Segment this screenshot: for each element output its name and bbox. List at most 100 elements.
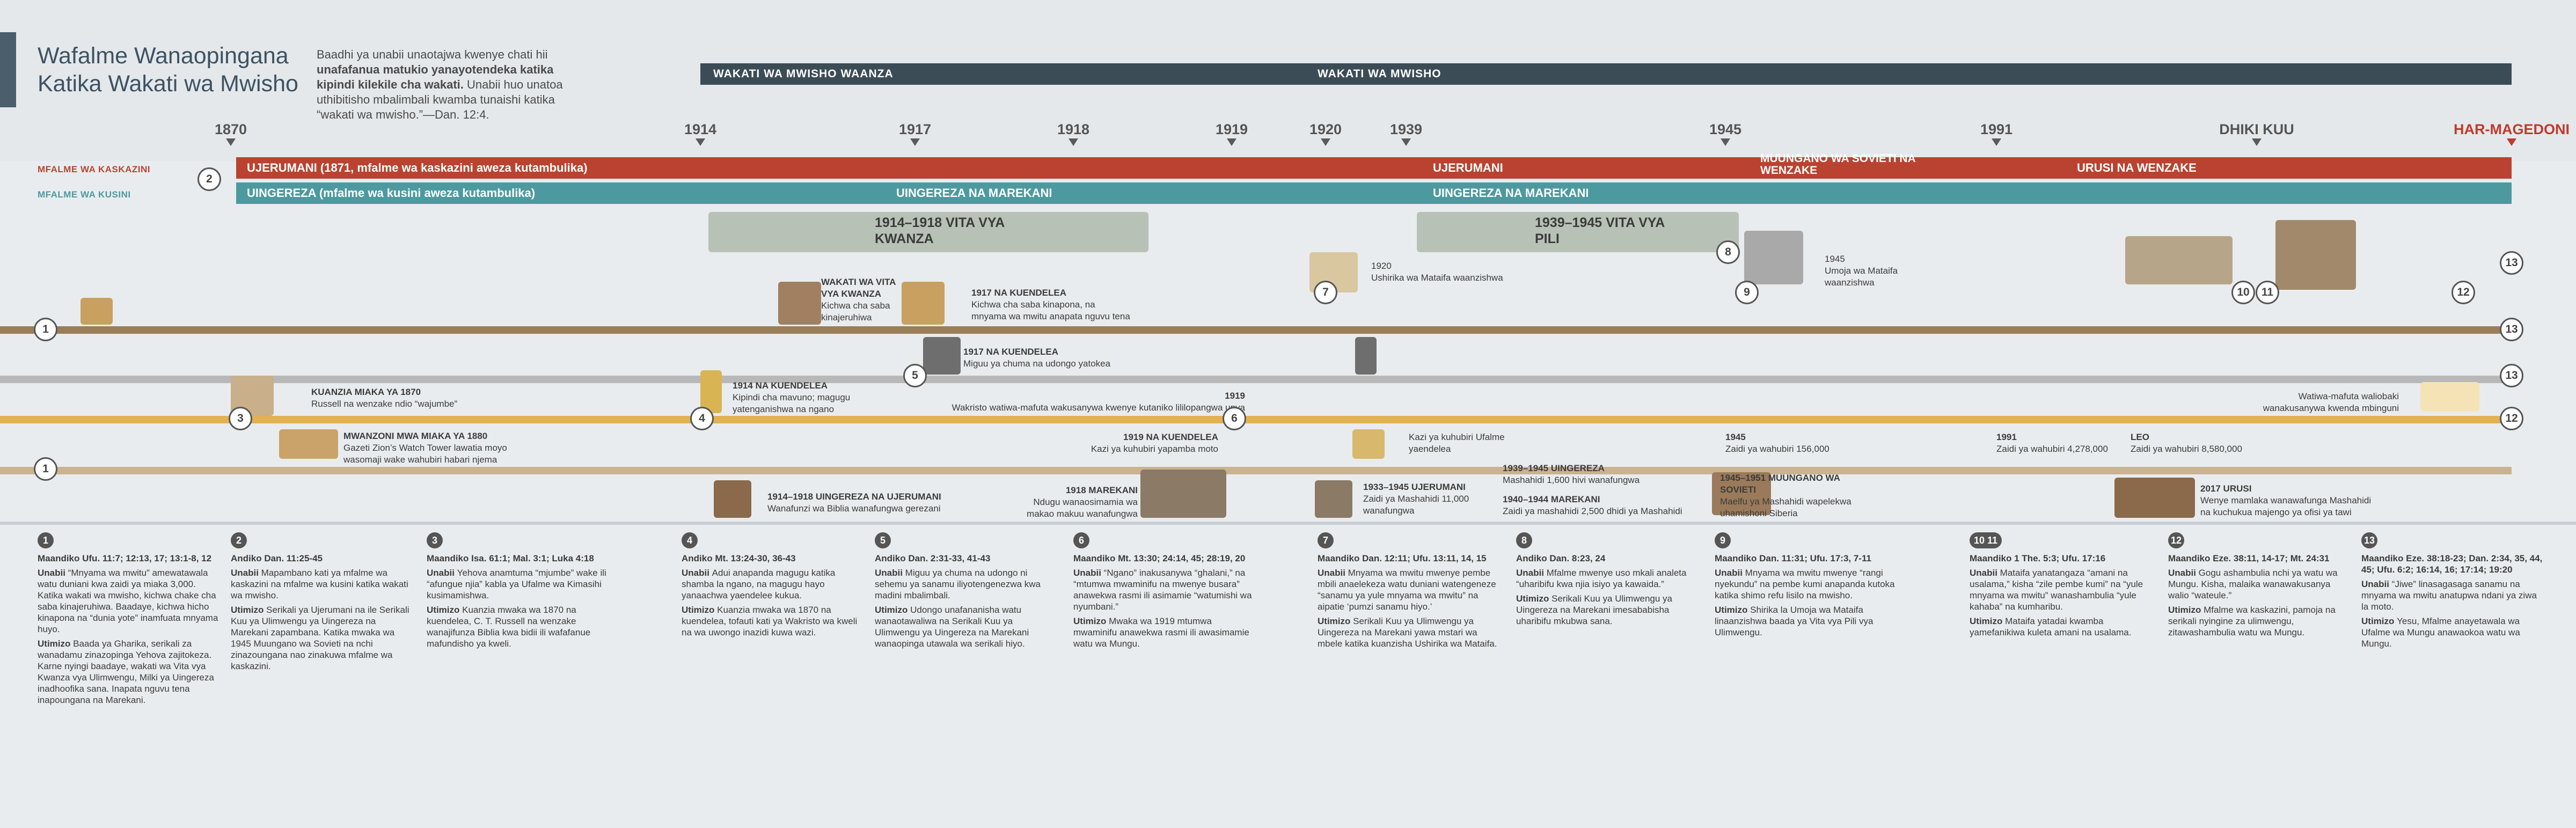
marker-12: 12 xyxy=(2500,407,2523,430)
north-2: UJERUMANI xyxy=(1433,161,1503,174)
note-paragraph: Utimizo Serikali Kuu ya Ulimwengu ya Uin… xyxy=(1516,593,1672,626)
year-label: 1917 xyxy=(898,121,932,137)
note-number: 8 xyxy=(1516,532,1532,548)
marker-10: 10 xyxy=(2231,281,2255,304)
north-1: UJERUMANI (1871, mfalme wa kaskazini awe… xyxy=(247,161,588,174)
note-paragraph: Andiko Dan. 11:25-45 xyxy=(231,553,323,563)
ww2-label: 1939–1945 VITA VYA PILI xyxy=(1535,215,1665,246)
year-label: 1918 xyxy=(1057,121,1090,137)
year-tick xyxy=(2507,138,2516,146)
year-tick xyxy=(1401,138,1411,146)
church-icon xyxy=(2275,220,2356,290)
cloud-icon xyxy=(2420,382,2479,412)
note-paragraph: Utimizo Kuanzia mwaka wa 1870 na kuendel… xyxy=(682,605,858,638)
note-paragraph: Maandiko Ufu. 11:7; 12:13, 17; 13:1-8, 1… xyxy=(38,553,212,563)
title-accent xyxy=(0,32,16,107)
year-tick xyxy=(226,138,236,146)
north-label: MFALME WA KASKAZINI xyxy=(38,164,151,174)
note-number: 7 xyxy=(1318,532,1334,548)
year-tick xyxy=(910,138,920,146)
marker-1: 1 xyxy=(34,457,57,481)
note-paragraph: Unabii Yehova anamtuma “mjumbe” wake ili… xyxy=(427,568,606,600)
year-tick xyxy=(1321,138,1330,146)
year-label: HAR-MAGEDONI xyxy=(2454,121,2570,137)
note-number: 2 xyxy=(231,532,247,548)
year-label: 1991 xyxy=(1980,121,2013,137)
year-tick xyxy=(1069,138,1078,146)
year-label: DHIKI KUU xyxy=(2219,121,2294,137)
event-kazi: Kazi ya kuhubiri Ufalme yaendelea xyxy=(1409,432,1505,454)
era-start-label: WAKATI WA MWISHO WAANZA xyxy=(713,68,894,80)
lion-icon xyxy=(80,298,113,325)
lion-icon-2 xyxy=(902,282,945,325)
ww2-image xyxy=(1417,212,1739,252)
year-label: 1920 xyxy=(1309,121,1342,137)
note-paragraph: Utimizo Serikali Kuu ya Ulimwengu ya Uin… xyxy=(1318,616,1497,649)
year-tick xyxy=(2252,138,2262,146)
marker-8: 8 xyxy=(1716,240,1740,264)
beast-icon xyxy=(778,282,821,325)
intro-text: Baadhi ya unabii unaotajwa kwenye chati … xyxy=(317,48,563,121)
divider xyxy=(0,522,2576,525)
note-number: 3 xyxy=(427,532,443,548)
note-paragraph: Utimizo Mataifa yatadai kwamba yamefanik… xyxy=(1970,616,2132,638)
marker-9: 9 xyxy=(1735,281,1759,304)
marker-6: 6 xyxy=(1223,407,1246,430)
note-paragraph: Utimizo Mfalme wa kaskazini, pamoja na s… xyxy=(2168,605,2336,638)
note-paragraph: Maandiko Eze. 38:18-23; Dan. 2:34, 35, 4… xyxy=(2361,553,2543,575)
marker-1: 1 xyxy=(34,318,57,341)
marker-13: 13 xyxy=(2500,364,2523,387)
note-paragraph: Unabii Adui anapanda magugu katika shamb… xyxy=(682,568,836,600)
note-number: 12 xyxy=(2168,532,2184,548)
note-number: 5 xyxy=(875,532,891,548)
iron-feet-icon xyxy=(923,337,961,375)
marker-7: 7 xyxy=(1314,281,1337,304)
note-paragraph: Maandiko Isa. 61:1; Mal. 3:1; Luka 4:18 xyxy=(427,553,594,563)
marker-4: 4 xyxy=(690,407,714,430)
note-paragraph: Utimizo Kuanzia mwaka wa 1870 na kuendel… xyxy=(427,605,591,649)
note-paragraph: Unabii Mnyama wa mwitu mwenye “rangi nye… xyxy=(1715,568,1895,600)
note-number: 4 xyxy=(682,532,698,548)
prisoners-icon xyxy=(1140,470,1226,518)
year-label: 1914 xyxy=(684,121,717,137)
un-building-icon xyxy=(1744,231,1803,284)
note-paragraph: Utimizo Udongo unafananisha watu wanaota… xyxy=(875,605,1029,649)
marker-12: 12 xyxy=(2451,281,2475,304)
note-paragraph: Maandiko 1 The. 5:3; Ufu. 17:16 xyxy=(1970,553,2106,563)
book-icon xyxy=(1352,429,1385,459)
marker-5: 5 xyxy=(903,364,927,387)
lane-preach xyxy=(0,467,2512,474)
ww1-image xyxy=(708,212,1148,252)
note-paragraph: Andiko Dan. 2:31-33, 41-43 xyxy=(875,553,991,563)
note-paragraph: Andiko Dan. 8:23, 24 xyxy=(1516,553,1606,563)
event-watiwa: Watiwa-mafuta waliobaki wanakusanywa kwe… xyxy=(2263,391,2399,413)
year-tick xyxy=(1227,138,1236,146)
russia-prisoners-icon xyxy=(2114,478,2195,518)
iron-feet-icon-2 xyxy=(1355,337,1377,375)
note-paragraph: Maandiko Eze. 38:11, 14-17; Mt. 24:31 xyxy=(2168,553,2330,563)
note-paragraph: Maandiko Mt. 13:30; 24:14, 45; 28:19, 20 xyxy=(1073,553,1246,563)
year-label: 1870 xyxy=(214,121,247,137)
year-label: 1939 xyxy=(1389,121,1423,137)
note-paragraph: Unabii Mnyama wa mwitu mwenye pembe mbil… xyxy=(1318,568,1496,612)
